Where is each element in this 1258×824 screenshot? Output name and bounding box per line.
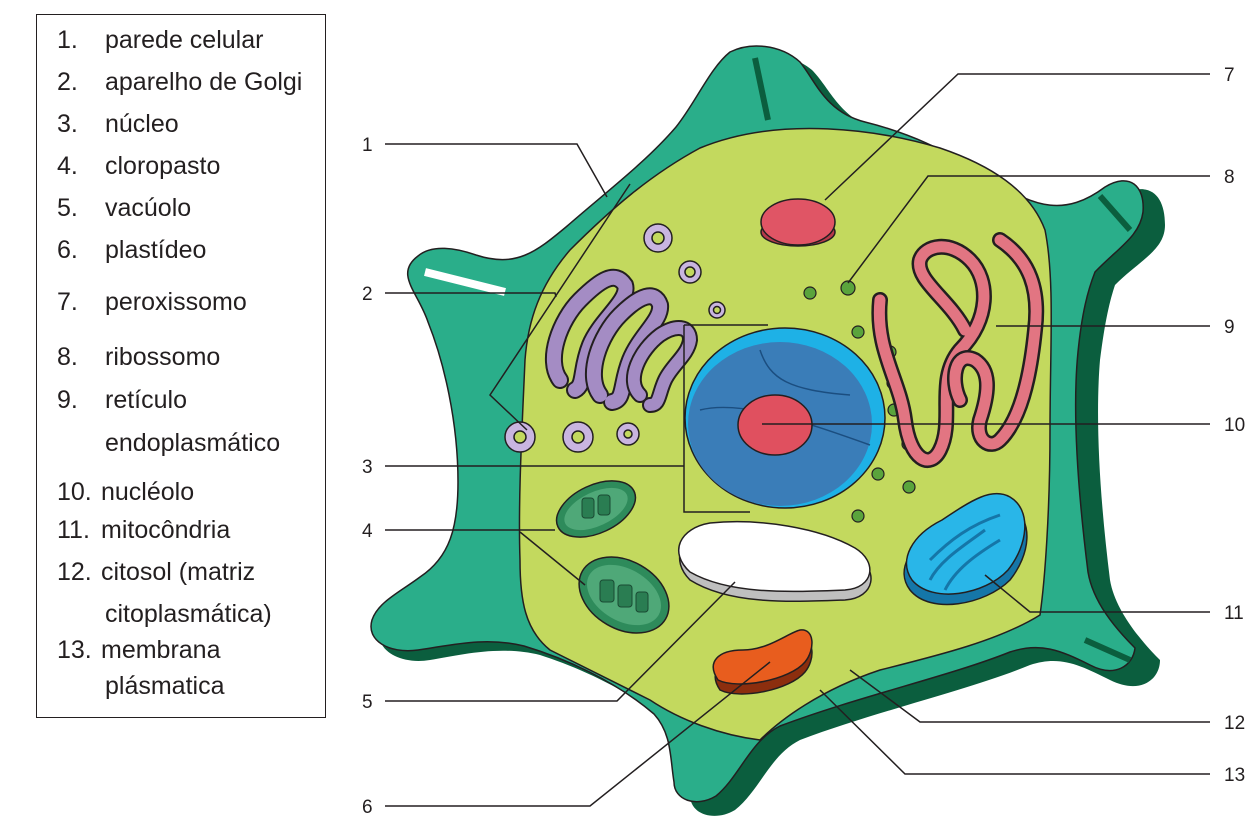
callout-8: 8 [1224,167,1235,188]
nucleolus [738,395,812,455]
callout-5: 5 [362,692,373,713]
callout-1: 1 [362,135,373,156]
callout-9: 9 [1224,317,1235,338]
callout-12: 12 [1224,713,1245,734]
callout-7: 7 [1224,65,1235,86]
callout-6: 6 [362,797,373,818]
peroxisome [761,199,835,246]
callout-10: 10 [1224,415,1245,436]
callout-13: 13 [1224,765,1245,786]
callout-4: 4 [362,521,373,542]
callout-3: 3 [362,457,373,478]
callout-11: 11 [1224,603,1244,624]
callout-2: 2 [362,284,373,305]
